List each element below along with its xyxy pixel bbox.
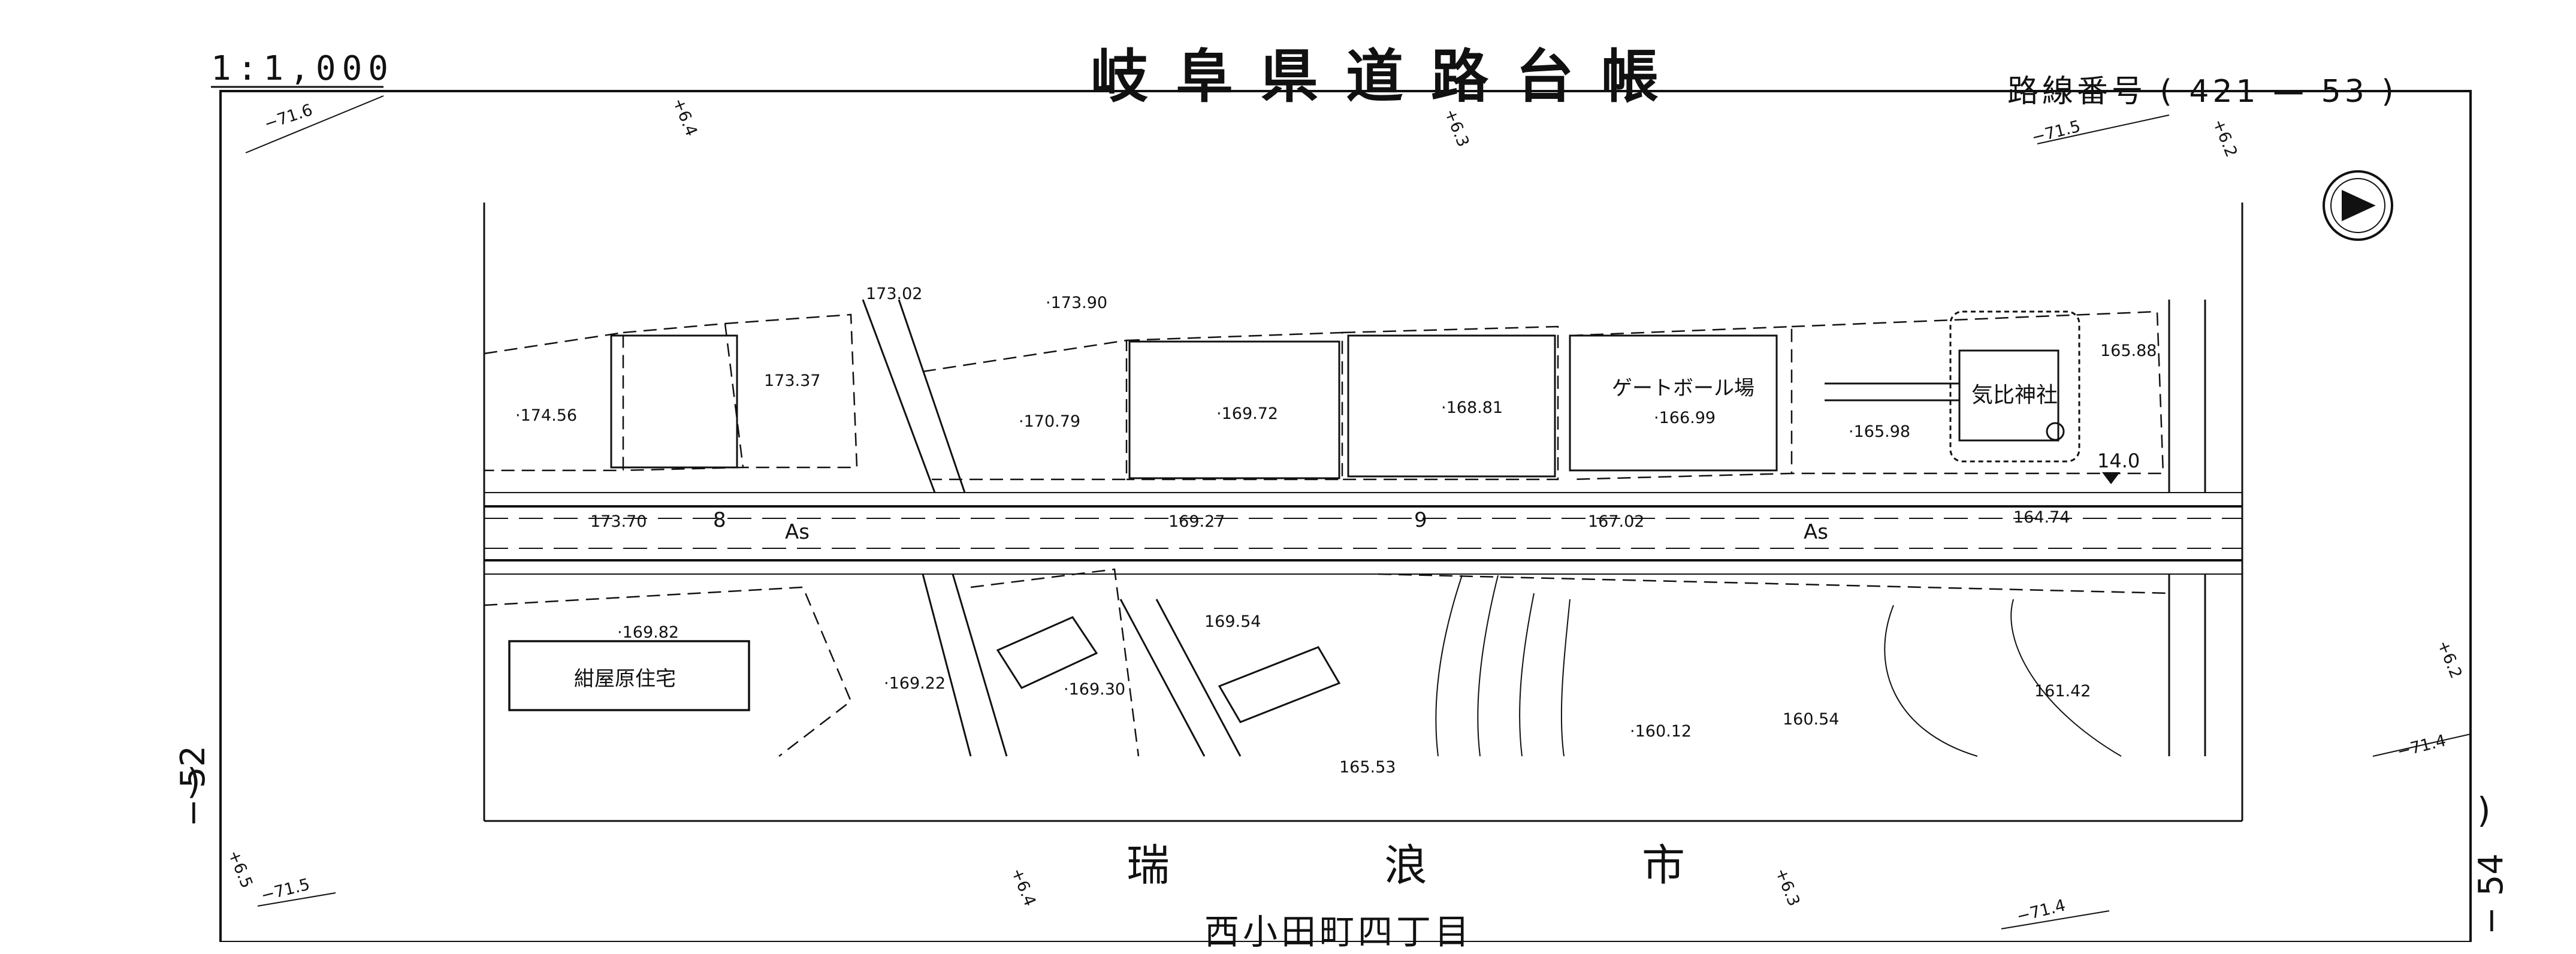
side-road-left bbox=[862, 299, 1008, 757]
adjacent-sheet-left-paren: ) bbox=[187, 761, 201, 802]
housing-label: 紺屋原住宅 bbox=[574, 667, 676, 691]
sheet-title: 岐阜県道路台帳 bbox=[1091, 43, 1686, 110]
station-label: 14.0 bbox=[2097, 449, 2140, 472]
spot-elev: ·170.79 bbox=[1019, 412, 1081, 431]
city-name: 瑞浪市 bbox=[1127, 830, 1899, 893]
spot-elev: 165.88 bbox=[2100, 342, 2157, 360]
spot-elev: 160.54 bbox=[1783, 710, 1840, 729]
spot-elev: 165.53 bbox=[1339, 758, 1396, 777]
city-char-3: 市 bbox=[1642, 840, 1686, 890]
spot-elev: ·169.22 bbox=[884, 674, 946, 693]
surface-as-left: As bbox=[785, 520, 810, 544]
road-elev-4: 164.74 bbox=[2013, 508, 2070, 527]
north-buildings bbox=[610, 334, 1778, 479]
district-name: 西小田町四丁目 bbox=[1204, 911, 1473, 952]
south-parcels bbox=[484, 568, 2170, 757]
map-scale: 1:1,000 bbox=[211, 49, 395, 88]
spot-elev: 169.54 bbox=[1204, 612, 1261, 631]
road-elev-2: 169.27 bbox=[1168, 512, 1225, 531]
spot-elev: ·165.98 bbox=[1849, 422, 1911, 441]
adjacent-sheet-right: − 54 bbox=[2472, 853, 2511, 935]
route-label: 路線番号 bbox=[2007, 74, 2147, 110]
city-char-2: 浪 bbox=[1384, 840, 1428, 890]
spot-elev: ·169.30 bbox=[1064, 680, 1126, 699]
side-road-mid bbox=[1119, 599, 1242, 757]
spot-elev: ·169.72 bbox=[1216, 404, 1279, 423]
route-number: 路線番号 ( 421 — 53 ) bbox=[2007, 66, 2397, 111]
road-elev-3: 167.02 bbox=[1588, 512, 1645, 531]
spot-elev: ·169.82 bbox=[617, 623, 680, 642]
spot-elev: ·174.56 bbox=[515, 406, 578, 425]
city-char-1: 瑞 bbox=[1127, 840, 1170, 890]
spot-elev: ·168.81 bbox=[1441, 398, 1503, 417]
spot-elev: 173.02 bbox=[866, 285, 923, 303]
shrine-area bbox=[1825, 310, 2080, 463]
housing-building bbox=[508, 640, 750, 711]
north-parcels bbox=[484, 310, 2164, 481]
side-road-right bbox=[2168, 300, 2206, 756]
sheet-frame bbox=[219, 90, 2472, 942]
adjacent-sheet-right-paren: ) bbox=[2477, 790, 2491, 831]
shrine-label: 気比神社 bbox=[1971, 383, 2058, 407]
spot-elev: ·173.90 bbox=[1046, 294, 1108, 312]
road-elev-1: 173.70 bbox=[590, 512, 647, 531]
spot-elev: 161.42 bbox=[2034, 682, 2091, 701]
south-buildings bbox=[996, 616, 1341, 723]
contours bbox=[1435, 575, 2122, 757]
surface-as-right: As bbox=[1804, 520, 1828, 544]
station-marker bbox=[2102, 472, 2120, 484]
route-value: ( 421 — 53 ) bbox=[2160, 74, 2397, 110]
spot-elev: ·166.99 bbox=[1654, 409, 1716, 427]
gateball-label: ゲートボール場 bbox=[1612, 376, 1754, 400]
spot-elev: ·160.12 bbox=[1630, 722, 1692, 741]
spot-elev: 173.37 bbox=[764, 372, 821, 390]
north-arrow bbox=[2323, 170, 2393, 241]
main-road bbox=[484, 492, 2242, 575]
km-post-8: 8 bbox=[713, 508, 726, 532]
km-post-9: 9 bbox=[1414, 508, 1427, 532]
